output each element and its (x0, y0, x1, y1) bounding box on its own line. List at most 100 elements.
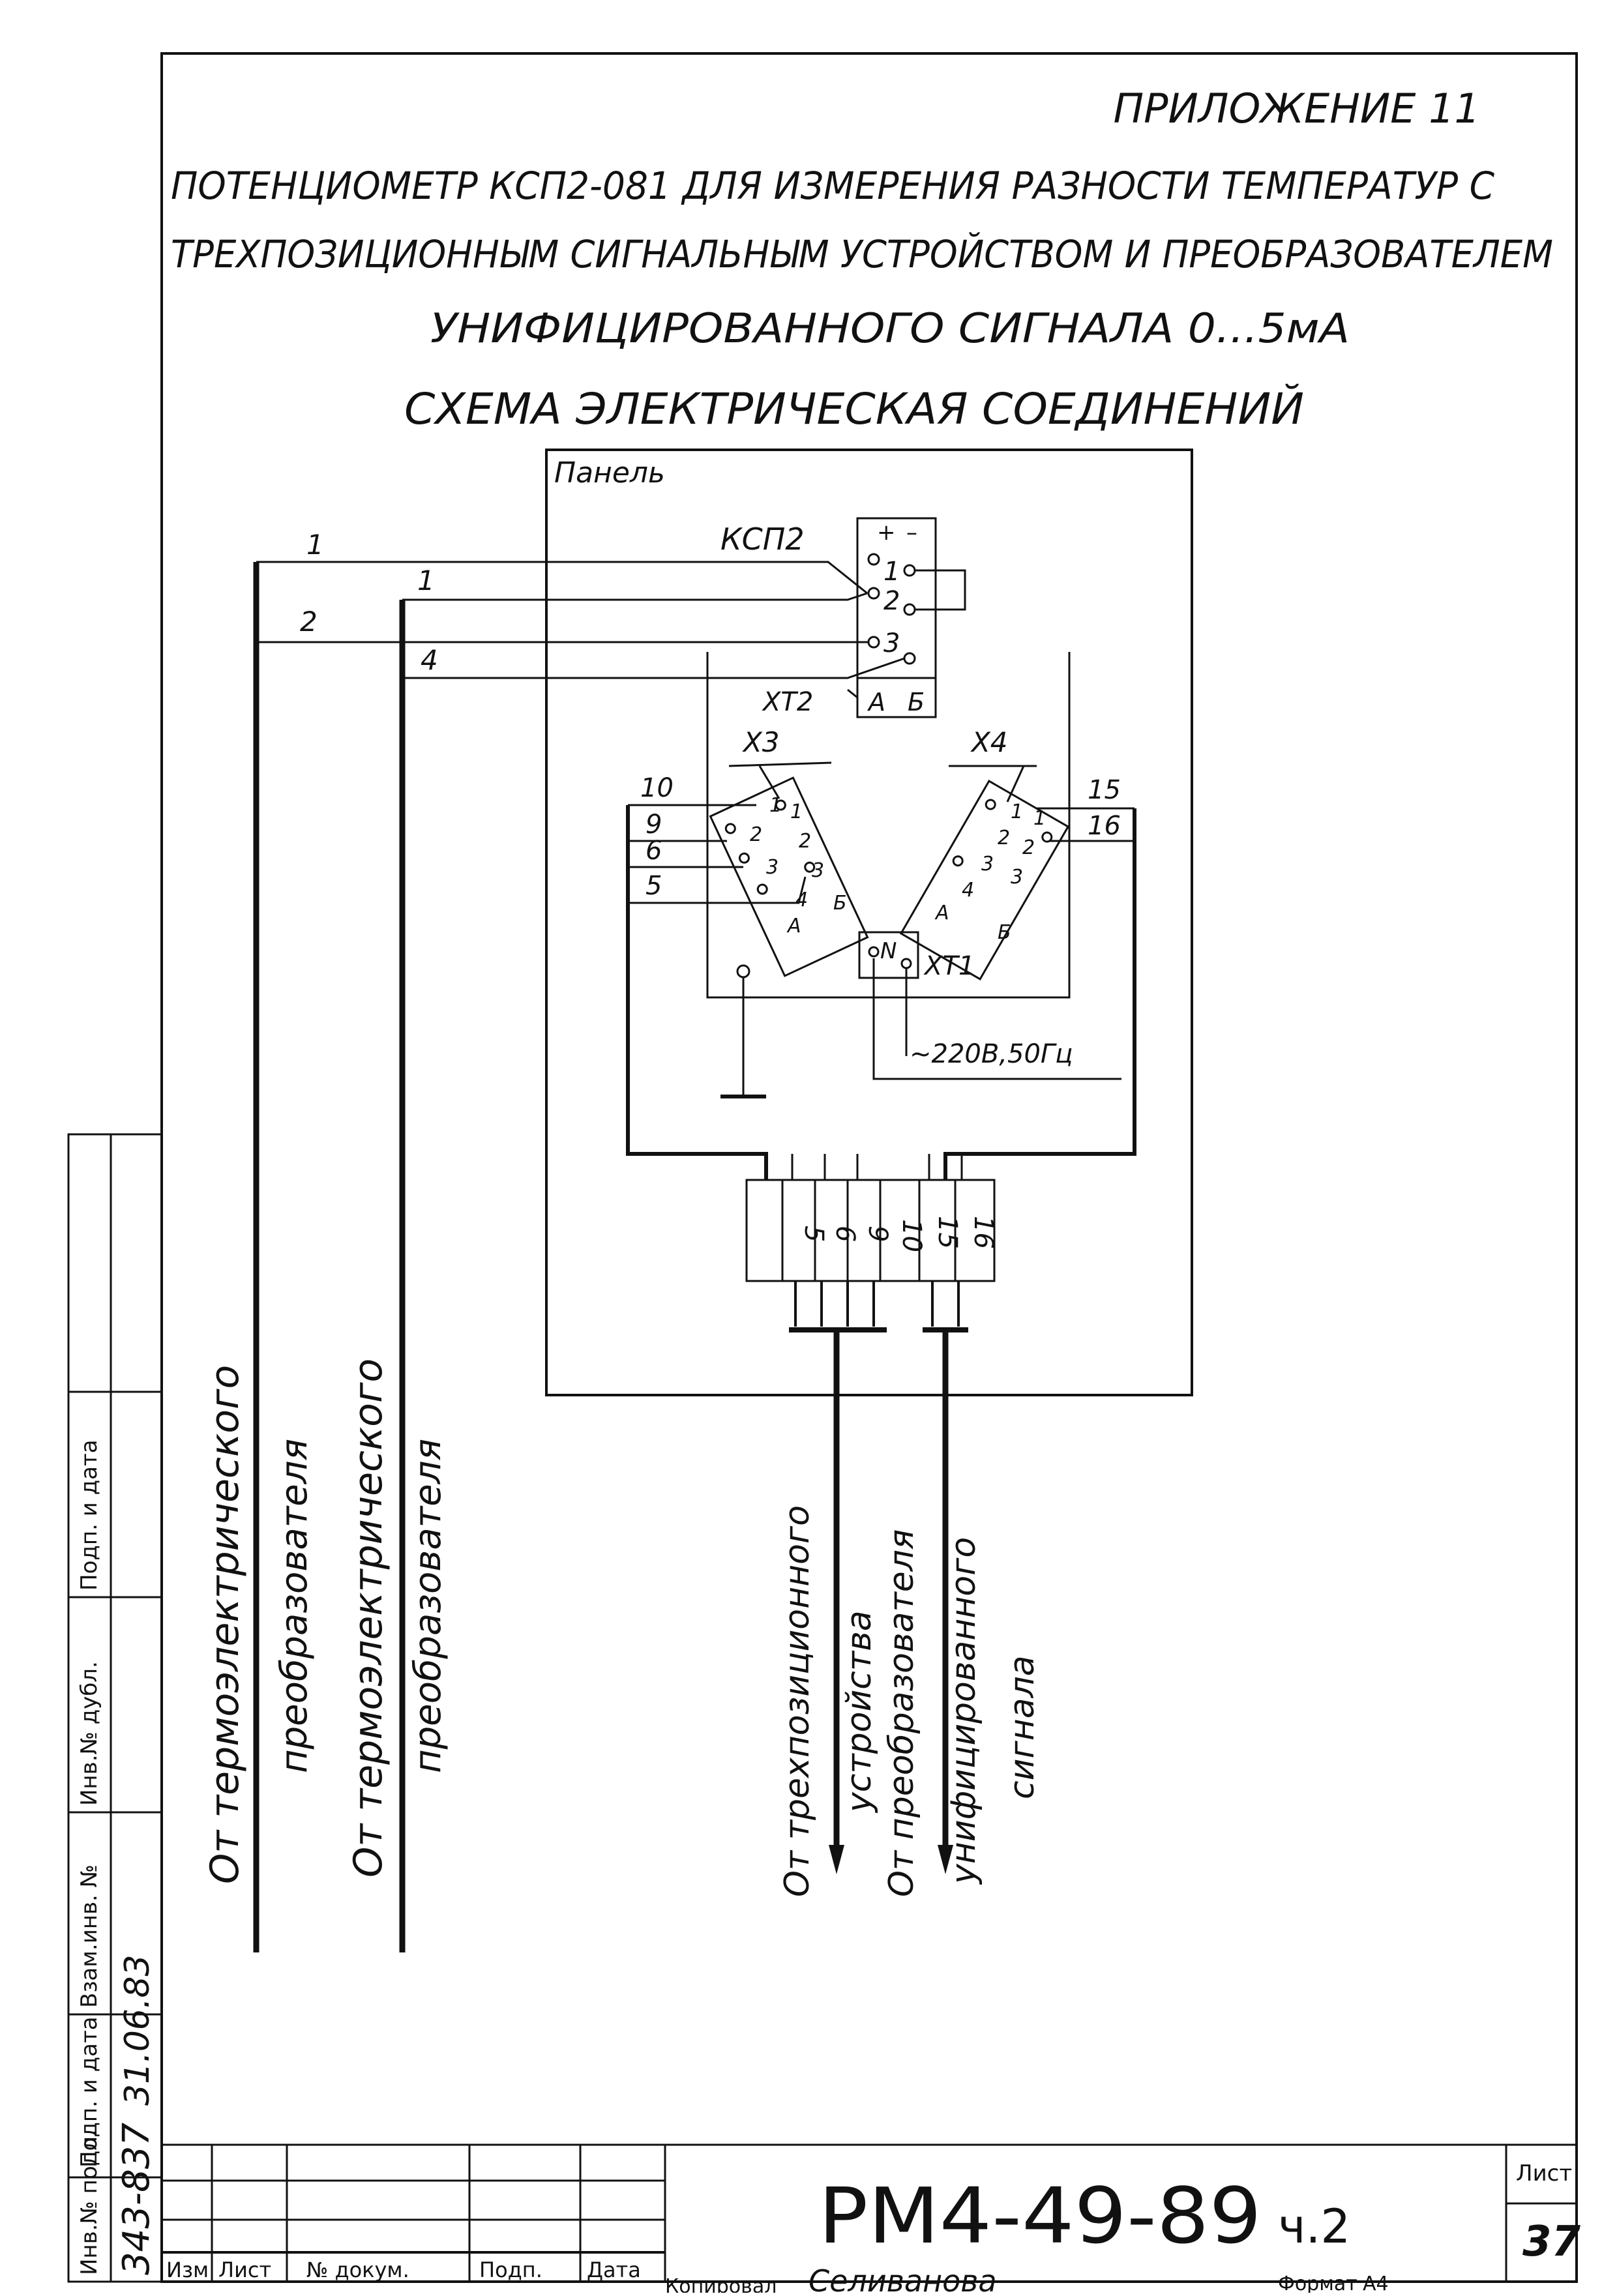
wire-5 (628, 876, 807, 904)
x3-pin-2: 2 (750, 823, 762, 846)
terminal-circle (867, 553, 880, 566)
jumper (915, 569, 966, 611)
x3-pin-1: 1 (769, 794, 782, 817)
device-terminal-1: 1 (883, 557, 900, 587)
panel-box (545, 449, 1193, 1396)
terminal-circle (903, 652, 916, 665)
title-block (162, 2143, 1577, 2282)
xt1-terminal-block (858, 931, 919, 979)
x3-wire-10: 10 (640, 773, 674, 803)
x3-connector (709, 776, 869, 977)
stamp-field-inv-dup: Инв.№ дубл. (76, 1661, 102, 1806)
x3-bundle (626, 805, 768, 1180)
thermo-2-label-line2: преобразователя (407, 1439, 449, 1773)
converter-label-line1: От преобразователя (882, 1529, 921, 1897)
title-line-3: УНИФИЦИРОВАННОГО СИГНАЛА 0...5мА (430, 304, 1350, 352)
x4-pin-1b: 1 (1033, 807, 1046, 830)
x3-wire-5: 5 (645, 871, 662, 901)
ksp2-terminal-block (856, 517, 937, 718)
wire-1b (402, 592, 868, 601)
converter-label-line2: унифицированного (944, 1537, 983, 1885)
title-block-col-sheet: Лист (218, 2258, 271, 2282)
terminal-circle (903, 603, 916, 616)
xt1-symbol: N (880, 938, 897, 964)
document-code: РМ4-49-89 (818, 2171, 1262, 2261)
x4-pin-3b: 3 (1011, 866, 1023, 889)
x4-wire-15: 15 (1088, 775, 1121, 805)
x4-pin-2b: 2 (1022, 836, 1035, 859)
wire-number-2: 2 (300, 606, 318, 638)
signal-cable-arrow (829, 1845, 844, 1874)
stamp-signature-date: 31.06.83 (118, 1954, 157, 2106)
strip-terminal-10: 10 (897, 1219, 927, 1252)
strip-terminal-15: 15 (932, 1216, 962, 1249)
strip-terminal-5: 5 (799, 1226, 829, 1242)
x3-pin-a: А (786, 915, 801, 937)
document-part: ч.2 (1278, 2199, 1350, 2254)
title-block-col-sign: Подп. (479, 2258, 542, 2282)
wire-number-4: 4 (421, 644, 438, 676)
device-plus: + (877, 520, 896, 546)
wire-number-1a: 1 (306, 529, 324, 561)
signal-label-line2: устройства (840, 1610, 879, 1814)
format-value: А4 (1363, 2273, 1389, 2293)
wire-number-1b: 1 (417, 565, 435, 596)
terminal-circle (867, 636, 880, 649)
x3-pin-3b: 3 (812, 859, 824, 882)
x4-label: Х4 (970, 726, 1008, 758)
stamp-field-inv-orig: Инв.№ подл. (76, 2129, 102, 2275)
side-stamp (67, 1133, 163, 2283)
copied-label: Копировал (665, 2275, 777, 2293)
x3-pin-4: 4 (795, 889, 808, 911)
x3-wire-9: 9 (645, 810, 662, 840)
converter-label-line3: сигнала (1003, 1655, 1042, 1799)
stamp-field-sign-date-2: Подп. и дата (76, 1439, 102, 1591)
x4-connector (899, 780, 1070, 980)
x3-pin-3: 3 (766, 856, 779, 879)
device-terminal-3: 3 (883, 628, 900, 658)
x3-pin-2b: 2 (799, 830, 811, 853)
x4-pin-a: А (934, 902, 949, 924)
converter-cable-arrow (938, 1845, 953, 1874)
wire-4 (402, 657, 905, 679)
thermo-2-label-line1: От термоэлектрического (346, 1359, 391, 1877)
ground-terminal (736, 964, 750, 979)
title-block-col-change: Изм (166, 2258, 209, 2282)
x4-bundle (943, 808, 1136, 1180)
x3-label: Х3 (742, 726, 780, 758)
power-wire-1 (872, 958, 1121, 1080)
terminal-circle (867, 587, 880, 600)
x4-pin-4: 4 (962, 879, 974, 902)
power-label: ~220В,50Гц (910, 1039, 1073, 1069)
x4-pin-b: Б (998, 921, 1011, 944)
x4-wire-16: 16 (1088, 811, 1121, 841)
title-block-col-doc: № докум. (306, 2258, 409, 2282)
appendix-label: ПРИЛОЖЕНИЕ 11 (1113, 85, 1480, 132)
wire-1a (256, 561, 868, 595)
stamp-inv-number: 343-837 (115, 2123, 158, 2275)
stamp-field-replaced: Взам.инв. № (76, 1864, 102, 2008)
x3-wire-6: 6 (645, 836, 662, 866)
subtitle: СХЕМА ЭЛЕКТРИЧЕСКАЯ СОЕДИНЕНИЙ (404, 383, 1304, 434)
x3-pin-b: Б (833, 892, 847, 915)
copied-name: Селиванова (808, 2263, 997, 2293)
terminal-circle (903, 564, 916, 577)
thermo-1-label-line1: От термоэлектрического (202, 1365, 248, 1884)
xt2-terminal-b: Б (908, 688, 925, 716)
stamp-field-sign-date: Подп. и дата (76, 2016, 102, 2168)
title-line-2: ТРЕХПОЗИЦИОННЫМ СИГНАЛЬНЫМ УСТРОЙСТВОМ И… (171, 231, 1553, 276)
device-terminal-2: 2 (883, 586, 900, 616)
device-minus: – (906, 520, 917, 546)
xt2-label: ХТ2 (762, 687, 813, 717)
thermo-1-label-line2: преобразователя (273, 1439, 316, 1773)
format-label: Формат (1278, 2273, 1357, 2293)
title-line-1: ПОТЕНЦИОМЕТР КСП2-081 ДЛЯ ИЗМЕРЕНИЯ РАЗН… (171, 164, 1494, 208)
x4-pin-3: 3 (981, 853, 994, 876)
device-boundary (706, 652, 1071, 999)
title-block-col-date: Дата (587, 2258, 641, 2282)
sheet-label: Лист (1516, 2160, 1572, 2186)
strip-terminal-16: 16 (968, 1216, 998, 1249)
device-label: КСП2 (720, 522, 805, 557)
xt1-label: ХТ1 (923, 951, 975, 981)
